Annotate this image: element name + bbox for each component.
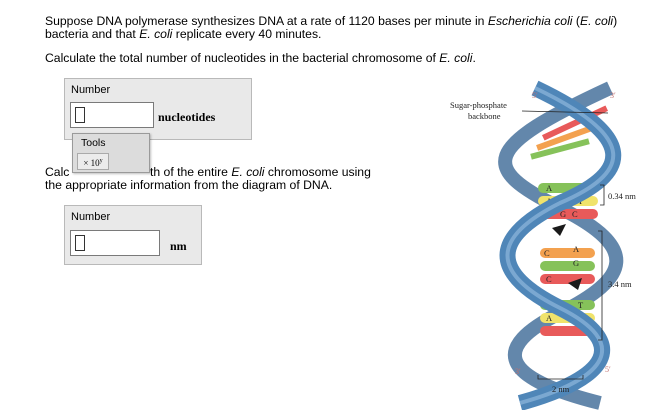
svg-text:5′: 5′ [605,365,611,374]
svg-text:C: C [546,274,552,284]
pitch-label: 3.4 nm [608,279,632,289]
svg-text:A: A [573,244,580,254]
tools-label: Tools [81,137,106,149]
part2-prompt-line-2: the appropriate information from the dia… [45,178,333,192]
backbone-label-2: backbone [468,111,501,121]
svg-text:C: C [572,209,578,219]
svg-text:T: T [578,300,584,310]
part2-prompt-line-1: Calc [45,165,70,179]
part2-prompt-line-1b: th of the entire E. coli chromosome usin… [150,165,371,179]
direction-arrow [568,278,582,290]
svg-text:5′: 5′ [532,91,538,100]
question-line-1: Suppose DNA polymerase synthesizes DNA a… [45,14,618,28]
text-cursor [75,235,85,251]
answer-1-unit: nucleotides [158,110,216,124]
answer-2-unit: nm [170,239,187,253]
svg-text:G: G [573,258,579,268]
width-label: 2 nm [552,384,570,394]
svg-text:3′: 3′ [515,367,521,376]
tools-popup: Tools × 10y [72,133,150,173]
svg-text:G: G [560,209,566,219]
svg-text:3′: 3′ [610,91,616,100]
dna-double-helix-diagram: A T A T G C A C G C A T A T Sugar-phosph… [450,80,636,410]
answer-1-input[interactable] [70,102,154,128]
answer-2-label: Number [71,211,111,223]
rise-label: 0.34 nm [608,191,636,201]
times-ten-power-button[interactable]: × 10y [77,153,109,170]
answer-1-box: Number nucleotides [64,78,252,140]
direction-arrow [552,224,566,236]
question-line-2: bacteria and that E. coli replicate ever… [45,27,322,41]
answer-2-input[interactable] [70,230,160,256]
text-cursor [75,107,85,123]
answer-2-box: Number nm [64,205,202,265]
base-pairs [530,105,608,336]
part1-prompt: Calculate the total number of nucleotide… [45,51,476,65]
svg-text:A: A [546,183,553,193]
backbone-label: Sugar-phosphate [450,100,507,110]
backbone-strand-back [498,81,624,410]
svg-text:A: A [546,313,553,323]
answer-1-label: Number [71,84,111,96]
svg-text:C: C [544,248,550,258]
